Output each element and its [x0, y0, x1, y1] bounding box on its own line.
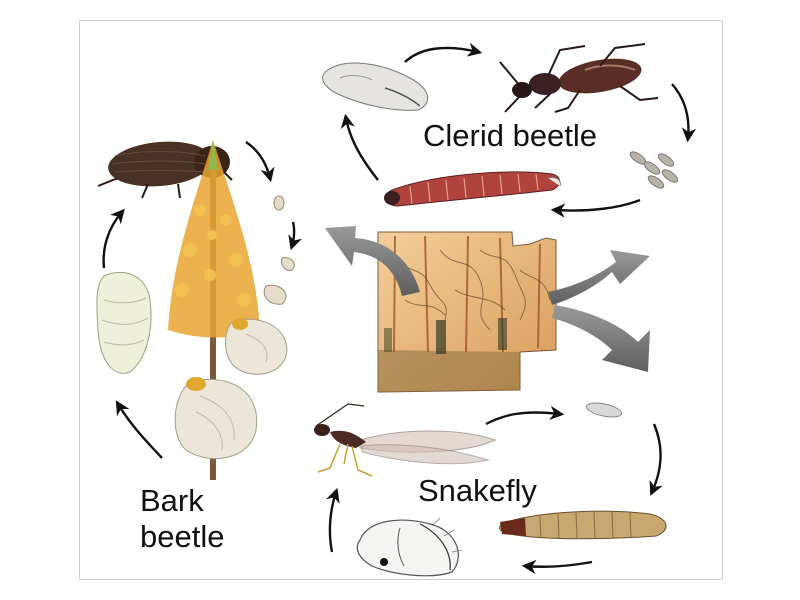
arrow-pupa-to-adult-bark-icon [102, 208, 125, 269]
big-arrow-left-icon [325, 226, 420, 296]
clerid-eggs-icon [629, 151, 679, 189]
arrow-eggs-down-icon [288, 221, 303, 251]
arrow-egg-to-larva-snake-icon [649, 423, 663, 496]
arrow-pupa-to-adult-snake-icon [325, 487, 340, 553]
arrow-larva-to-pupa-icon [340, 113, 379, 181]
bark-beetle-label: Bark beetle [140, 483, 224, 555]
snakefly-adult-icon [314, 403, 497, 477]
arrow-eggs-to-larva-icon [550, 198, 641, 218]
clerid-beetle-adult-icon [499, 43, 659, 113]
arrow-adult-to-eggs-icon [671, 83, 697, 143]
snakefly-egg-icon [585, 402, 623, 418]
bark-gallery-section-icon [377, 231, 557, 393]
bark-beetle-eggs-icon [263, 195, 295, 305]
clerid-beetle-label: Clerid beetle [423, 118, 598, 153]
bark-beetle-adult-icon [97, 141, 233, 199]
snakefly-pupa-icon [356, 517, 463, 577]
big-arrow-upper-right-icon [548, 250, 650, 305]
arrow-adult-to-egg-snake-icon [485, 405, 565, 426]
bark-beetle-pupa-icon [96, 271, 152, 374]
bark-beetle-label-line1: Bark [140, 483, 204, 518]
snakefly-label: Snakefly [418, 473, 537, 508]
pine-tree-icon [168, 140, 260, 480]
cycle-arrows [102, 42, 697, 575]
arrow-adult-to-eggs-bark-icon [245, 141, 275, 183]
bark-beetle-larvae-icon [174, 318, 288, 460]
bark-beetle-label-line2: beetle [140, 519, 225, 554]
arrow-larvae-to-pupa-icon [115, 400, 163, 459]
arrow-larva-to-pupa-snake-icon [521, 559, 593, 575]
arrow-pupa-to-adult-icon [404, 42, 483, 63]
snakefly-larva-icon [499, 510, 667, 540]
clerid-larva-icon [384, 171, 561, 207]
clerid-pupa-icon [322, 62, 428, 111]
big-arrow-lower-right-icon [552, 305, 650, 372]
